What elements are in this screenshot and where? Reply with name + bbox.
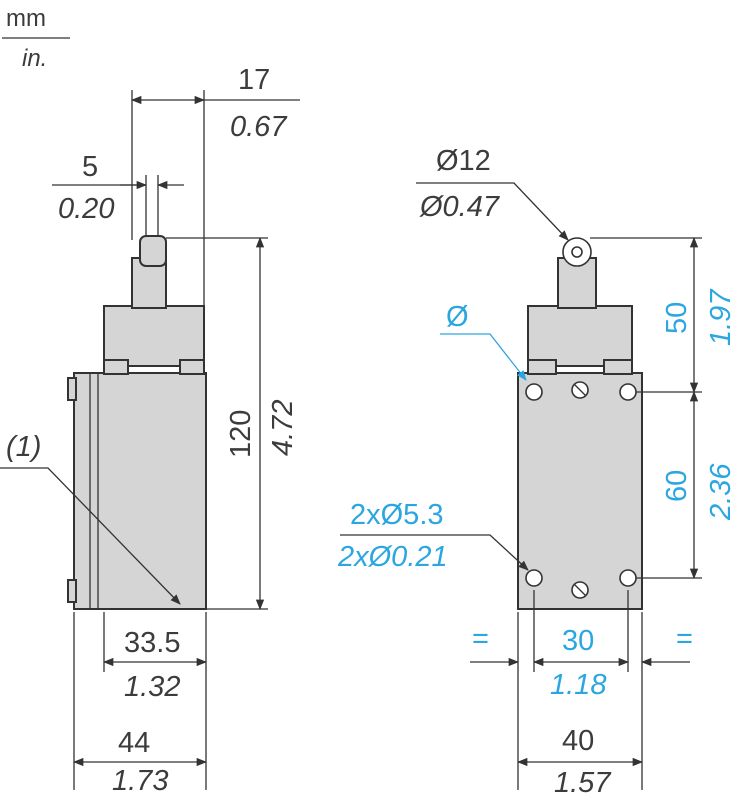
holes-leader: [340, 534, 529, 571]
dim-50-in: 1.97: [705, 288, 737, 346]
dia-symbol-label: Ø: [446, 301, 469, 333]
note-1-leader: [0, 467, 181, 605]
dim-40-mm: 40: [562, 725, 594, 757]
dim-5-mm: 5: [82, 151, 98, 183]
dim-30-in: 1.18: [550, 669, 606, 701]
dim-40-in: 1.57: [554, 767, 612, 799]
equal-left-label: =: [472, 623, 489, 655]
mount-hole-top-left: [525, 383, 543, 401]
side-head: [103, 305, 205, 367]
dim-30-mm: 30: [562, 625, 594, 657]
front-roller-axle: [571, 246, 583, 258]
front-view: Ø12 Ø0.47 Ø 2xØ5.3 2xØ0.21 50 1.97 60 2.…: [337, 145, 737, 799]
dim-60-in: 2.36: [705, 463, 737, 521]
dim-50-mm: 50: [661, 302, 693, 334]
dim-33-in: 1.32: [124, 671, 180, 703]
dim-dia12-in: Ø0.47: [419, 191, 501, 223]
dim-44-mm: 44: [118, 727, 150, 759]
dim-holes-in: 2xØ0.21: [337, 541, 448, 573]
dim-120-in: 4.72: [267, 400, 299, 456]
unit-mm-label: mm: [6, 5, 46, 32]
front-head-foot-right: [603, 359, 633, 375]
dim-17-in: 0.67: [230, 111, 288, 143]
front-head-foot-left: [527, 359, 557, 375]
dim-33-mm: 33.5: [124, 627, 180, 659]
dim-17-mm: 17: [238, 64, 270, 96]
unit-inch-label: in.: [22, 45, 47, 72]
dia-symbol-leader: [440, 333, 527, 381]
dim-5-in: 0.20: [58, 193, 114, 225]
dim-44-in: 1.73: [112, 765, 168, 797]
dim-dia12-mm: Ø12: [436, 145, 491, 177]
dim-60-mm: 60: [661, 470, 693, 502]
mount-hole-bottom-right: [619, 569, 637, 587]
side-head-foot-left: [103, 359, 129, 375]
side-body: [73, 372, 207, 610]
front-head: [527, 305, 633, 367]
side-roller: [139, 235, 167, 267]
note-1-label: (1): [6, 431, 41, 463]
side-tab-top: [67, 377, 77, 401]
side-view: 17 0.67 5 0.20 120 4.72 (1) 33.5 1.32 44…: [0, 64, 300, 797]
cover-screw-top-slot: [573, 383, 587, 397]
cover-screw-bottom-slot: [573, 583, 587, 597]
dia12-leader: [416, 182, 569, 241]
front-body: [517, 372, 643, 610]
mount-hole-top-right: [619, 383, 637, 401]
dim-holes-mm: 2xØ5.3: [350, 499, 444, 531]
equal-right-label: =: [676, 623, 693, 655]
mount-hole-bottom-left: [525, 569, 543, 587]
dim-120-mm: 120: [225, 410, 257, 458]
side-head-foot-right: [179, 359, 205, 375]
side-tab-bottom: [67, 579, 77, 603]
units-legend: mm in.: [2, 5, 70, 72]
